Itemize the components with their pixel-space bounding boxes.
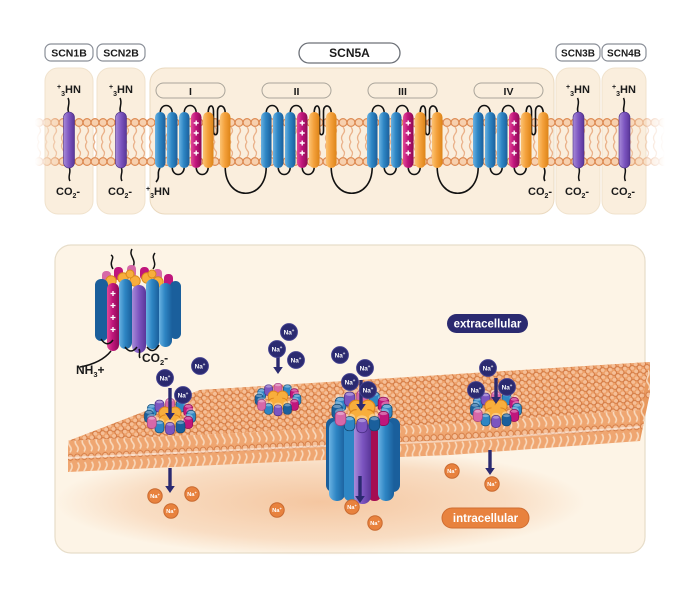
na-ion-extracellular (341, 373, 359, 391)
na-ion-extracellular (268, 340, 286, 358)
na-ion-extracellular (280, 323, 298, 341)
domain-iii-label: III (398, 86, 407, 98)
interdomain-loops (155, 166, 546, 194)
na-ion-intracellular (147, 488, 163, 504)
n-terminus-label: +3HN (146, 186, 170, 200)
n-termini-layer: +3HN +3HN +3HN +3HN +3HN (57, 84, 636, 200)
membrane-3d-panel: NH3+ CO2- extracellular intracellular (54, 244, 650, 556)
na-flux-arrow (355, 476, 365, 503)
channel-side-body (326, 418, 400, 504)
c-terminus-label: CO2- (611, 186, 635, 200)
lipid-bilayer (35, 117, 665, 167)
co2-leader-line (138, 348, 141, 359)
gene-tags: SCN1B SCN2B SCN5A SCN3B SCN4B (44, 42, 647, 64)
nh3-leader-line (79, 350, 112, 368)
na-ion-extracellular (174, 386, 192, 404)
co2-label: CO2- (142, 351, 168, 367)
bundle-bottom-loops (79, 338, 160, 368)
domain-i-label: I (189, 86, 192, 98)
scn3b-helix (572, 111, 585, 169)
na-ion-extracellular (498, 378, 516, 396)
scn4b-tag: SCN4B (607, 49, 641, 60)
domain-ii-label: II (294, 86, 300, 98)
scn1b-tag: SCN1B (51, 48, 87, 60)
domain-iv-label: IV (504, 86, 514, 98)
na-ion-intracellular (444, 463, 460, 479)
na-ion-extracellular (287, 351, 305, 369)
na-ion-extracellular (191, 357, 209, 375)
scn1b-helix (63, 111, 75, 169)
n-terminus-label: +3HN (566, 84, 590, 98)
extracellular-pill (447, 314, 528, 333)
extracellular-loop-strands (110, 248, 156, 270)
na-ion-intracellular (163, 503, 179, 519)
extracellular-label: extracellular (454, 319, 522, 331)
domain-pills: I II III IV (155, 82, 544, 99)
nh3-label: NH3+ (76, 363, 105, 379)
scn5a-tag: SCN5A (329, 46, 370, 60)
scn2b-helix (115, 111, 127, 169)
n-terminus-label: +3HN (612, 84, 636, 98)
scn3b-tag: SCN3B (561, 49, 595, 60)
na-flux-arrow (485, 450, 495, 475)
n-terminus-label: +3HN (57, 84, 81, 98)
channel-bundle-3d (79, 248, 181, 368)
scn2b-tag: SCN2B (103, 48, 139, 60)
na-ion-extracellular (359, 381, 377, 399)
intracellular-label: intracellular (453, 513, 519, 525)
na-ion-extracellular (156, 369, 174, 387)
na-flux-arrow (491, 378, 501, 404)
na-ion-intracellular (367, 515, 383, 531)
na-ion-extracellular (479, 359, 497, 377)
intracellular-pill (441, 507, 530, 529)
scn4b-helix (618, 111, 631, 169)
na-ion-extracellular (467, 381, 485, 399)
na-ion-extracellular (356, 359, 374, 377)
c-terminus-label: CO2- (56, 186, 80, 200)
alpha-n-terminus-tail (155, 167, 161, 183)
topology-panel: I II III IV +3HN+3HN+3HN+3 (35, 42, 665, 215)
n-terminus-label: +3HN (109, 84, 133, 98)
alpha-c-terminus-tail (543, 167, 546, 182)
na-ion-intracellular (184, 486, 200, 502)
c-terminus-label: CO2- (528, 186, 552, 200)
c-termini-layer: CO2- CO2- CO2- CO2- CO2- (56, 186, 635, 200)
c-terminus-label: CO2- (108, 186, 132, 200)
na-flux-arrow (165, 468, 175, 493)
na-ion-intracellular (269, 502, 285, 518)
na-ion-extracellular (331, 346, 349, 364)
na-ion-intracellular (344, 499, 360, 515)
c-terminus-label: CO2- (565, 186, 589, 200)
bundle-helices (95, 279, 181, 353)
na-ion-intracellular (484, 476, 500, 492)
na-flux-arrow (165, 388, 175, 420)
